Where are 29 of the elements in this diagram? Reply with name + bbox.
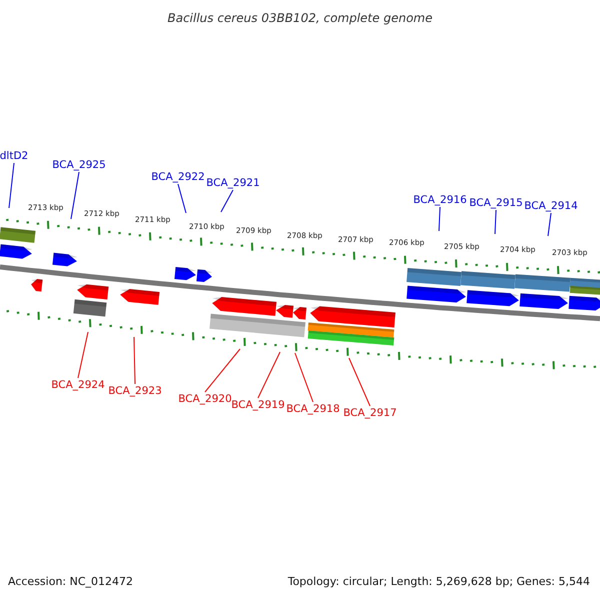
gene-label: BCA_2925	[52, 158, 106, 172]
gene-label: BCA_2916	[413, 193, 467, 207]
gene-label: BCA_2924	[51, 378, 105, 392]
leader-line	[494, 210, 496, 234]
leader-line	[348, 358, 370, 406]
gene-label: BCA_2915	[469, 196, 523, 210]
leader-line	[78, 332, 88, 378]
leader-line	[294, 352, 314, 402]
leader-line	[548, 212, 552, 236]
leader-line	[8, 162, 14, 208]
gene-label: BCA_2918	[286, 402, 340, 416]
gene-label: BCA_2923	[108, 384, 162, 398]
gene-label: BCA_2920	[178, 392, 232, 406]
leader-line	[258, 352, 280, 398]
leader-line	[204, 348, 240, 392]
leader-line	[178, 184, 186, 214]
gene-label: BCA_2921	[206, 176, 260, 190]
gene-label: BCA_2917	[343, 406, 397, 420]
gene-label: BCA_2914	[524, 199, 578, 213]
leader-line	[438, 206, 440, 232]
footer-text: Accession: NC_012472	[8, 575, 134, 589]
gene-label: dltD2	[0, 149, 28, 163]
gene-label: BCA_2919	[231, 398, 285, 412]
title: Bacillus cereus 03BB102, complete genome	[166, 10, 434, 26]
footer-text: Topology: circular; Length: 5,269,628 bp; Genes: 5,544	[288, 575, 590, 589]
leader-line	[134, 336, 136, 384]
gene-label: BCA_2922	[151, 170, 205, 184]
leader-line	[220, 190, 234, 212]
leader-line	[70, 172, 80, 220]
